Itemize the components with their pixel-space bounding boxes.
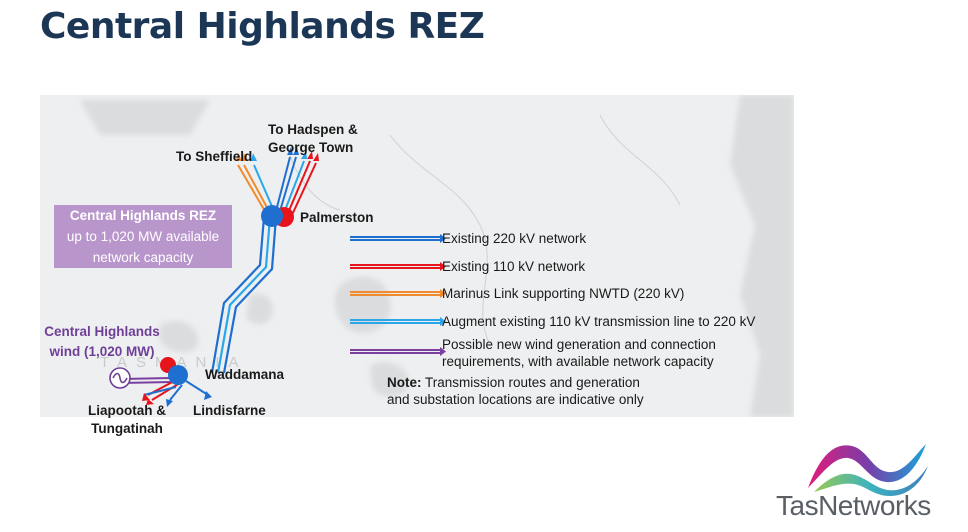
rez-capacity-box: Central Highlands REZ up to 1,020 MW ava… xyxy=(54,205,232,268)
legend-item-augment: Augment existing 110 kV transmission lin… xyxy=(442,314,756,329)
label-sheffield: To Sheffield xyxy=(176,149,253,164)
transmission-trunk xyxy=(210,216,278,374)
legend-item-220kv: Existing 220 kV network xyxy=(442,231,587,246)
wind-generator-icon xyxy=(109,367,131,389)
legend-arrowheads xyxy=(440,234,446,356)
label-palmerston: Palmerston xyxy=(300,210,374,225)
label-hadspen: To Hadspen & George Town xyxy=(268,122,358,155)
legend-line-samples xyxy=(350,236,440,354)
note-text: Note: Transmission routes and generation… xyxy=(387,375,644,407)
wind-generation-label: Central Highlands wind (1,020 MW) xyxy=(44,324,160,359)
legend-item-marinus: Marinus Link supporting NWTD (220 kV) xyxy=(442,286,685,301)
brand-wordmark: TasNetworks xyxy=(776,490,931,521)
tasnetworks-logo-icon xyxy=(808,444,928,496)
label-lindisfarne: Lindisfarne xyxy=(193,403,266,418)
palmerston-substation-220 xyxy=(261,205,283,227)
label-waddamana: Waddamana xyxy=(205,367,285,382)
arrowheads-north xyxy=(236,147,319,161)
northern-lines xyxy=(237,156,317,216)
page-title: Central Highlands REZ xyxy=(40,6,485,47)
legend-item-wind: Possible new wind generation and connect… xyxy=(442,337,716,369)
label-liapootah: Liapootah & Tungatinah xyxy=(88,403,166,436)
legend-item-110kv: Existing 110 kV network xyxy=(442,259,586,274)
rivers xyxy=(289,114,681,346)
waddamana-substation-220 xyxy=(168,365,188,385)
arrowheads-south xyxy=(142,391,212,407)
terrain-shading xyxy=(80,95,794,417)
